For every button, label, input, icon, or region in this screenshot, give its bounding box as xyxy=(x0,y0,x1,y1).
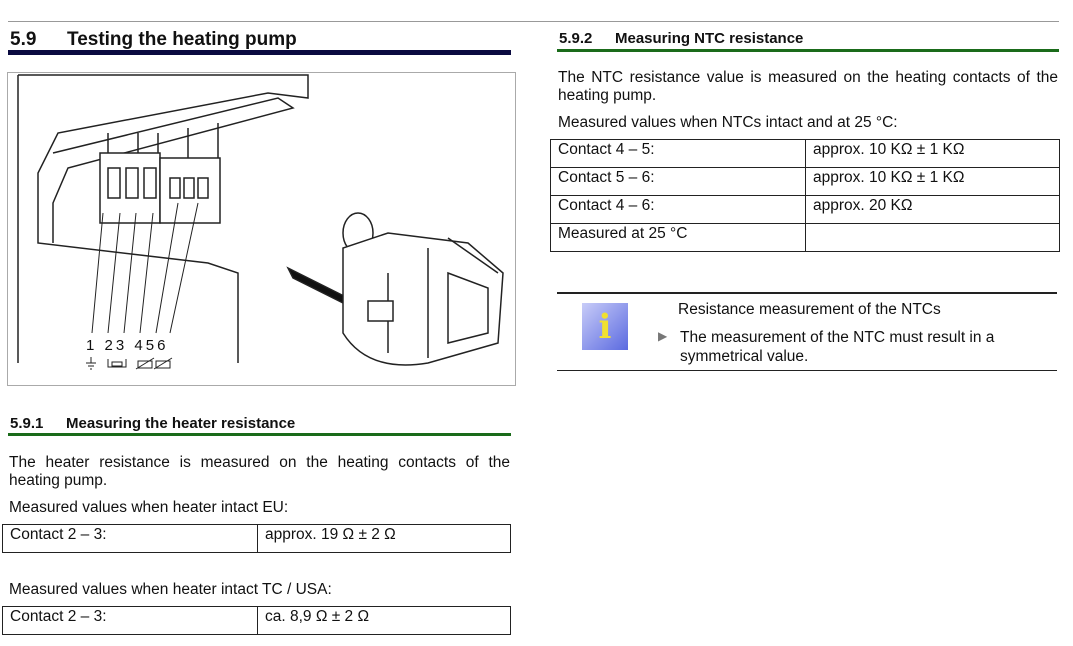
terminal-4: 4 xyxy=(134,337,146,354)
subsection-heading-heater: 5.9.1 Measuring the heater resistance xyxy=(10,415,295,432)
subsection-rule xyxy=(557,49,1059,52)
section-number: 5.9 xyxy=(10,29,37,50)
contact-cell: Contact 2 – 3: xyxy=(2,524,258,553)
eu-values-label: Measured values when heater intact EU: xyxy=(9,499,289,516)
subsection-number: 5.9.1 xyxy=(10,415,44,432)
section-title: Testing the heating pump xyxy=(67,29,297,50)
subsection-number: 5.9.2 xyxy=(559,30,593,47)
contact-cell: Measured at 25 °C xyxy=(550,223,806,252)
ntc-intro-text: The NTC resistance value is measured on … xyxy=(558,69,1058,104)
section-rule xyxy=(8,50,511,55)
value-cell: approx. 10 KΩ ± 1 KΩ xyxy=(805,167,1060,196)
terminal-1: 1 xyxy=(86,337,98,354)
table-row: Contact 4 – 5:approx. 10 KΩ ± 1 KΩ xyxy=(550,139,1060,168)
note-bottom-rule xyxy=(557,370,1057,371)
terminal-5: 5 xyxy=(145,337,158,354)
terminal-symbols-icon xyxy=(86,357,173,370)
note-title: Resistance measurement of the NTCs xyxy=(678,301,941,318)
table-row: Contact 4 – 6:approx. 20 KΩ xyxy=(550,195,1060,224)
ntc-values-label: Measured values when NTCs intact and at … xyxy=(558,114,898,131)
table-row: Contact 5 – 6:approx. 10 KΩ ± 1 KΩ xyxy=(550,167,1060,196)
ntc-values-table: Contact 4 – 5:approx. 10 KΩ ± 1 KΩ Conta… xyxy=(550,139,1060,252)
table-row: Contact 2 – 3:ca. 8,9 Ω ± 2 Ω xyxy=(2,606,511,635)
contact-cell: Contact 2 – 3: xyxy=(2,606,258,635)
note-top-rule xyxy=(557,292,1057,294)
contact-cell: Contact 4 – 5: xyxy=(550,139,806,168)
us-values-label: Measured values when heater intact TC / … xyxy=(9,581,332,598)
top-rule xyxy=(8,21,1059,22)
section-heading: 5.9 Testing the heating pump xyxy=(10,29,297,51)
value-cell xyxy=(805,223,1060,252)
bullet-arrow-icon: ▶ xyxy=(658,329,668,343)
eu-values-table: Contact 2 – 3:approx. 19 Ω ± 2 Ω xyxy=(2,524,511,553)
subsection-heading-ntc: 5.9.2 Measuring NTC resistance xyxy=(559,30,803,47)
heating-pump-diagram: 1 23 456 xyxy=(7,72,516,386)
heater-intro-text: The heater resistance is measured on the… xyxy=(9,454,510,489)
value-cell: approx. 10 KΩ ± 1 KΩ xyxy=(805,139,1060,168)
subsection-rule xyxy=(8,433,511,436)
subsection-title: Measuring NTC resistance xyxy=(615,30,804,47)
subsection-title: Measuring the heater resistance xyxy=(66,415,296,432)
table-row: Contact 2 – 3:approx. 19 Ω ± 2 Ω xyxy=(2,524,511,553)
contact-cell: Contact 4 – 6: xyxy=(550,195,806,224)
terminal-6: 6 xyxy=(157,337,169,354)
terminal-2: 2 xyxy=(104,337,116,354)
terminal-numbers: 1 23 456 xyxy=(86,337,168,354)
info-icon: i xyxy=(582,303,628,350)
contact-cell: Contact 5 – 6: xyxy=(550,167,806,196)
value-cell: ca. 8,9 Ω ± 2 Ω xyxy=(257,606,511,635)
us-values-table: Contact 2 – 3:ca. 8,9 Ω ± 2 Ω xyxy=(2,606,511,635)
terminal-3: 3 xyxy=(115,337,128,354)
table-row: Measured at 25 °C xyxy=(550,223,1060,252)
note-bullet-text: The measurement of the NTC must result i… xyxy=(680,329,995,365)
value-cell: approx. 20 KΩ xyxy=(805,195,1060,224)
value-cell: approx. 19 Ω ± 2 Ω xyxy=(257,524,511,553)
